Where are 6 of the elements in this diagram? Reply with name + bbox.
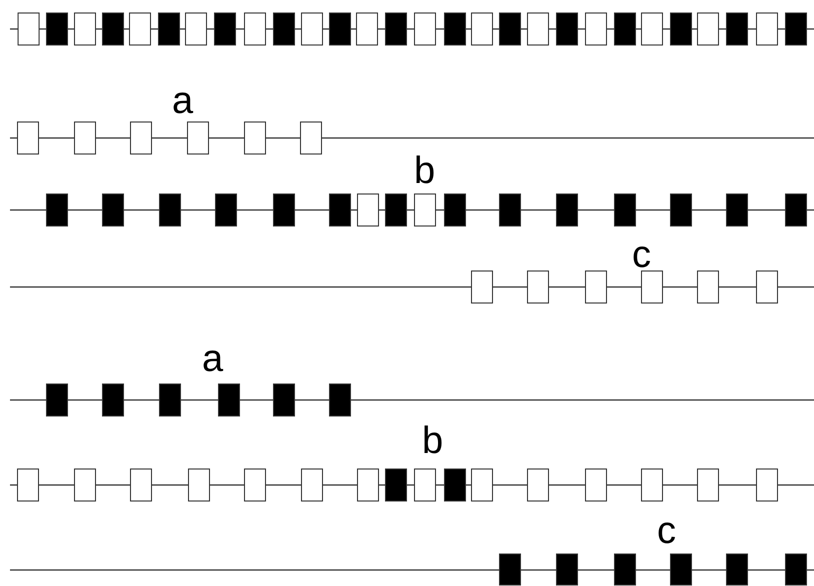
track-label: c [657, 512, 676, 550]
track-label: b [414, 152, 436, 190]
track-label: a [172, 82, 194, 120]
track-label: c [632, 236, 651, 274]
track-label: b [422, 422, 444, 460]
track-label: a [202, 340, 224, 378]
